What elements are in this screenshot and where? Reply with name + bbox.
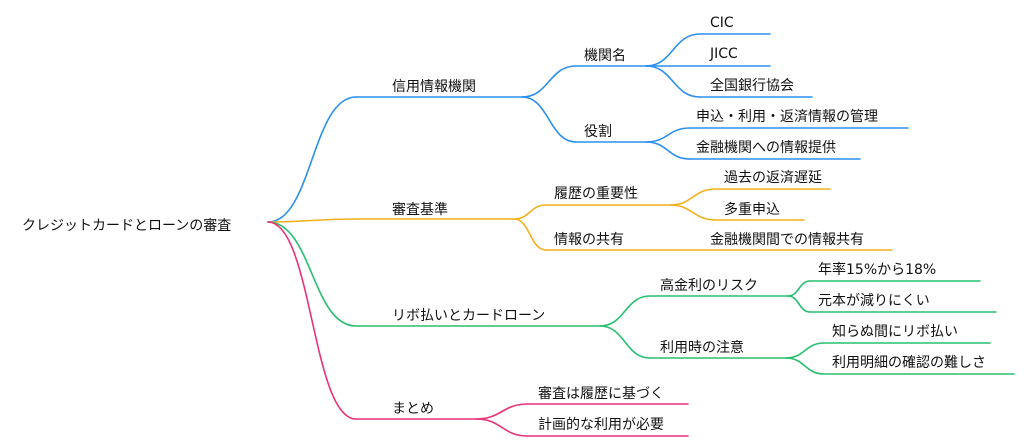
leaf-keikakuteki-riyo: 計画的な利用が必要 (538, 417, 664, 433)
edge-ribo-to-kokinri (599, 295, 651, 327)
edge-ribo-to-chui (599, 325, 651, 359)
node-shinsa-kijun: 審査基準 (392, 201, 448, 218)
edge-matome-to-rireki (475, 403, 529, 420)
edge-yakuwari-to-teikyo (645, 141, 691, 160)
edge-shinsa-to-rireki (513, 204, 547, 220)
edge-yakuwari-to-kanri (645, 127, 691, 143)
edge-shinyo-to-kikanmei (521, 65, 577, 98)
node-kokinri-risk: 高金利のリスク (660, 277, 758, 294)
leaf-nenritsu: 年率15%から18% (818, 261, 936, 278)
leaf-joho-kanri: 申込・利用・返済情報の管理 (696, 109, 878, 125)
node-joho-kyoyu: 情報の共有 (554, 232, 624, 248)
labels-layer: クレジットカードとローンの審査 信用情報機関 機関名 CIC JICC 全国銀行… (22, 15, 986, 433)
edge-rireki-to-entai (669, 188, 717, 206)
root-node-label: クレジットカードとローンの審査 (22, 218, 231, 234)
edge-matome-to-keikaku (475, 418, 529, 437)
leaf-jicc: JICC (709, 46, 738, 62)
leaf-tajyu-moushikomi: 多重申込 (724, 201, 780, 218)
edge-kokinri-to-ganpon (787, 295, 811, 313)
leaf-ganpon: 元本が減りにくい (818, 292, 930, 309)
node-yakuwari: 役割 (584, 123, 612, 140)
node-ribo-cardloan: リボ払いとカードローン (392, 308, 545, 324)
edge-root-to-shinsa (267, 218, 357, 223)
edge-kokinri-to-nenritsu (787, 280, 811, 297)
leaf-rireki-motozuku: 審査は履歴に基づく (538, 385, 664, 402)
node-kikanmei: 機関名 (584, 48, 626, 64)
node-matome: まとめ (392, 401, 434, 417)
leaf-joho-teikyo: 金融機関への情報提供 (696, 140, 836, 156)
leaf-kikan-kan-kyoyu: 金融機関間での情報共有 (710, 232, 864, 248)
edge-root-to-ribo (267, 221, 357, 327)
leaf-cic: CIC (710, 15, 734, 31)
edge-rireki-to-tajyu (669, 204, 717, 221)
edge-kikanmei-to-cic (645, 33, 701, 67)
edges-layer (267, 33, 1015, 437)
leaf-henzai-entai: 過去の返済遅延 (724, 170, 822, 186)
edge-root-to-matome (267, 221, 357, 420)
node-shinyo-joho-kikan: 信用情報機関 (392, 79, 476, 95)
node-rireki-juyosei: 履歴の重要性 (554, 186, 638, 202)
leaf-zenginkyo: 全国銀行協会 (710, 77, 794, 94)
edge-chui-to-shiranu (785, 342, 825, 359)
node-riyoji-chui: 利用時の注意 (660, 339, 744, 356)
edge-shinsa-to-kyoyu (513, 218, 547, 251)
edge-chui-to-meisai (785, 357, 825, 375)
edge-shinyo-to-yakuwari (521, 96, 577, 143)
edge-root-to-shinyo (267, 96, 357, 223)
edge-kikanmei-to-zenginkyo (645, 65, 701, 98)
leaf-meisai-kakunin: 利用明細の確認の難しさ (832, 355, 986, 371)
leaf-shiranu-ma: 知らぬ間にリボ払い (832, 323, 958, 340)
